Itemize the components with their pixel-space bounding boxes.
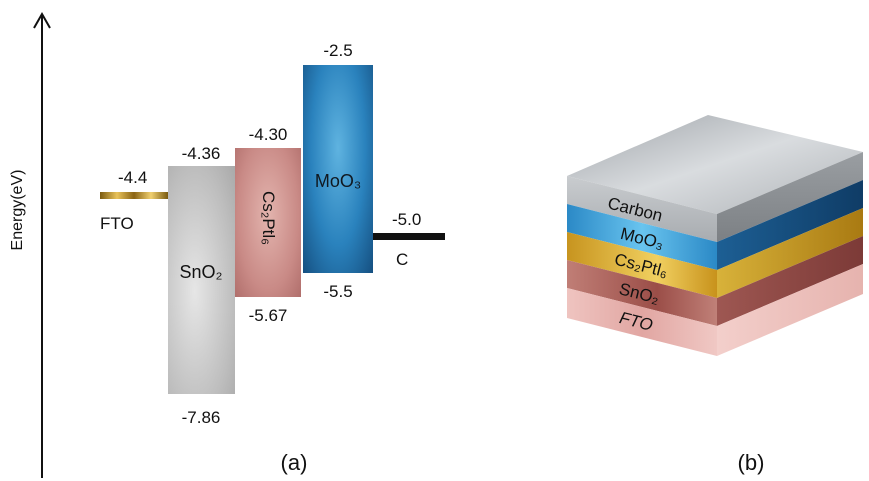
carbon-label: C <box>396 250 409 269</box>
fto-level-value: -4.4 <box>118 168 148 187</box>
sno2-band <box>168 166 235 394</box>
sno2-bottom-value: -7.86 <box>181 408 221 427</box>
cs2ptl6-band <box>235 148 301 297</box>
fto-level-line <box>100 192 168 199</box>
moo3-top-value: -2.5 <box>323 41 353 60</box>
sno2-label: SnO₂ <box>179 262 223 282</box>
panel-b-caption: (b) <box>737 450 765 475</box>
sno2-top-value: -4.36 <box>181 144 221 163</box>
carbon-level-line <box>373 233 445 240</box>
carbon-level-value: -5.0 <box>392 210 422 229</box>
cs2ptl6-bottom-value: -5.67 <box>248 306 288 325</box>
moo3-bottom-value: -5.5 <box>323 282 353 301</box>
moo3-band <box>303 65 373 273</box>
cs2ptl6-top-value: -4.30 <box>248 125 288 144</box>
moo3-label: MoO₃ <box>314 171 362 191</box>
fto-label: FTO <box>100 214 134 233</box>
panel-a-caption: (a) <box>280 450 308 475</box>
